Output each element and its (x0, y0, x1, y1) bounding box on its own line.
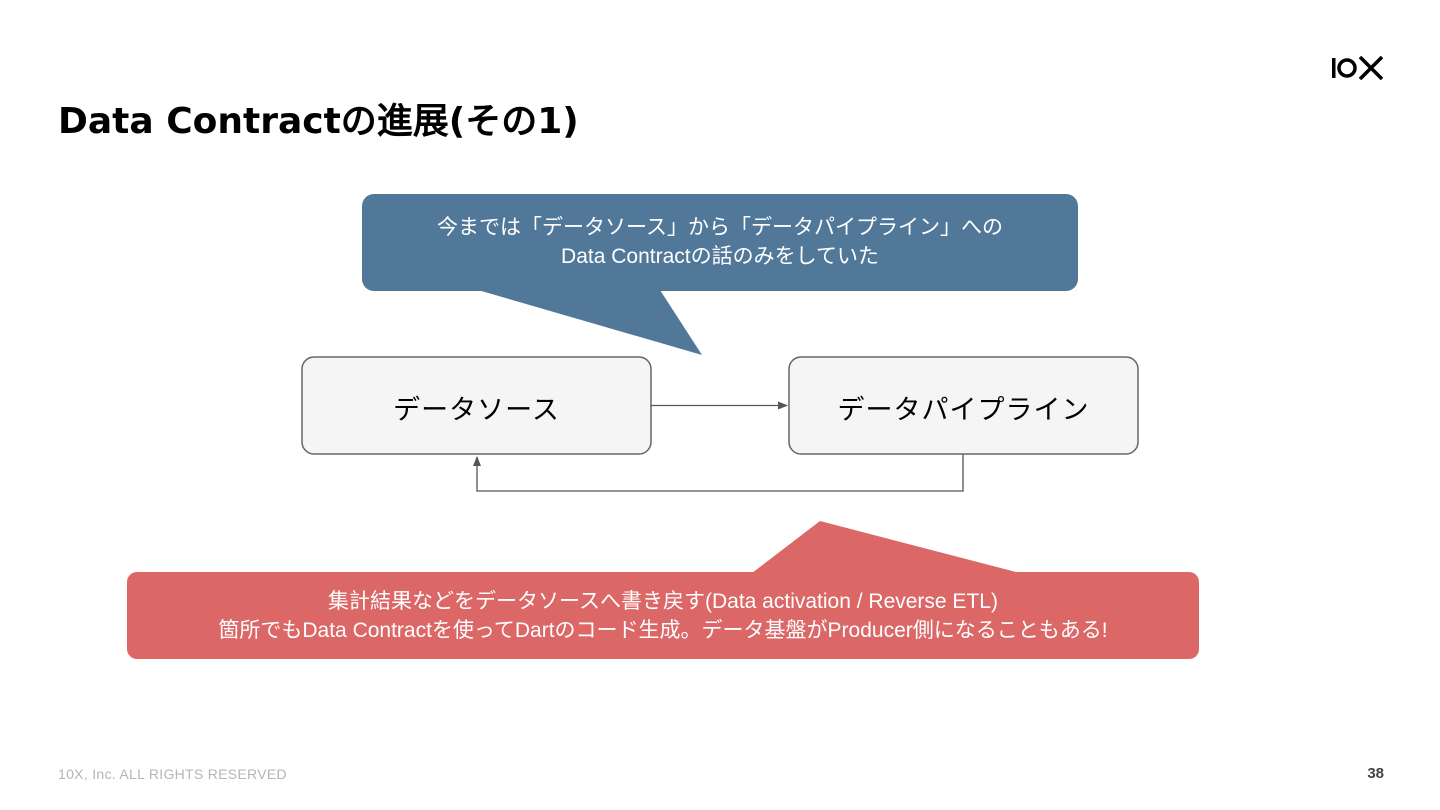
callout-top (362, 194, 1078, 355)
box-data-source-label: データソース (393, 395, 560, 425)
box-data-pipeline-label: データパイプライン (837, 395, 1090, 425)
callout-bottom-line2: 箇所でもData Contractを使ってDartのコード生成。データ基盤がPr… (218, 619, 1108, 642)
callout-top-text: 今までは「データソース」から「データパイプライン」への Data Contrac… (362, 213, 1078, 271)
callout-top-line2: Data Contractの話のみをしていた (561, 245, 879, 268)
callout-bottom-line1: 集計結果などをデータソースへ書き戻す(Data activation / Rev… (328, 590, 998, 613)
10x-logo (1332, 55, 1384, 81)
callout-top-line1: 今までは「データソース」から「データパイプライン」への (437, 216, 1003, 239)
page-number: 38 (1367, 765, 1384, 782)
callout-bottom-text: 集計結果などをデータソースへ書き戻す(Data activation / Rev… (127, 587, 1199, 645)
slide-title: Data Contractの進展(その1) (58, 101, 579, 142)
callout-bottom (127, 521, 1199, 659)
footer-copyright: 10X, Inc. ALL RIGHTS RESERVED (58, 766, 287, 782)
arrow-pipeline-to-source (473, 454, 964, 492)
